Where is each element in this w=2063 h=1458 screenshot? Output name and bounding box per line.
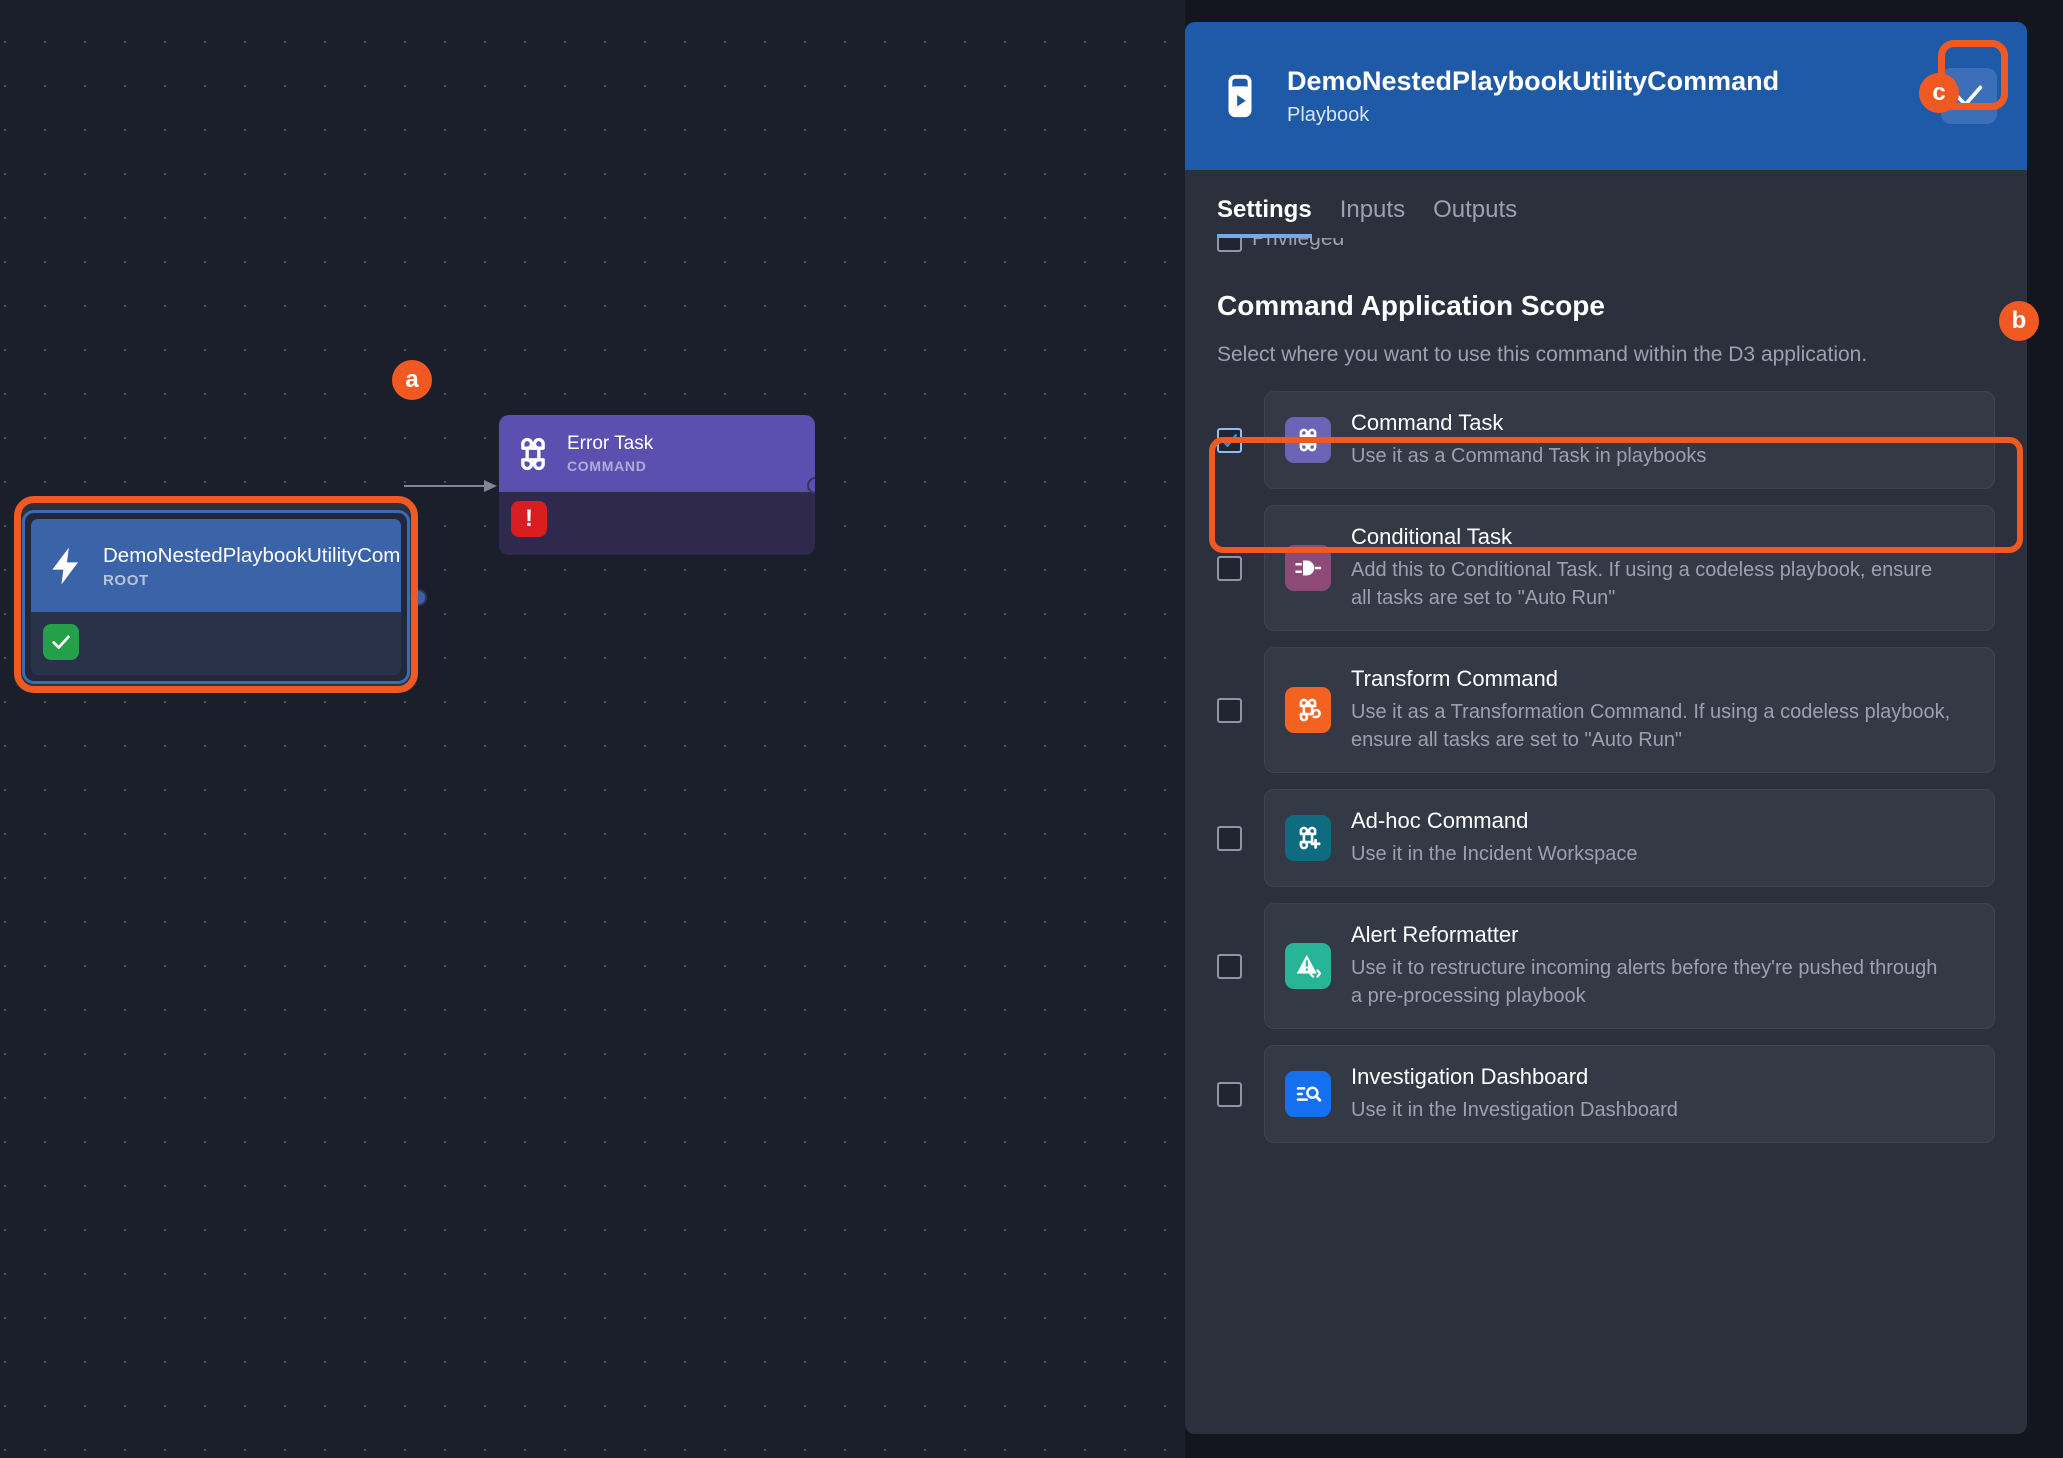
command-task-checkbox[interactable] xyxy=(1217,427,1242,453)
scope-label: Alert Reformatter xyxy=(1351,922,1519,947)
root-node-output-port[interactable] xyxy=(410,589,427,606)
root-node-subtitle: ROOT xyxy=(103,572,149,589)
root-node-footer xyxy=(31,612,401,675)
scope-description: Use it as a Transformation Command. If u… xyxy=(1351,701,1951,751)
conditional-task-checkbox[interactable] xyxy=(1217,555,1242,581)
search-list-icon xyxy=(1285,1071,1331,1117)
investigation-dashboard-scope-card[interactable]: Investigation Dashboard Use it in the In… xyxy=(1264,1045,1995,1143)
panel-title: DemoNestedPlaybookUtilityCommand xyxy=(1287,65,1780,96)
scope-row-transform-command: Transform Command Use it as a Transforma… xyxy=(1217,647,1995,773)
alert-reformatter-scope-card[interactable]: Alert Reformatter Use it to restructure … xyxy=(1264,903,1995,1029)
scope-label: Investigation Dashboard xyxy=(1351,1064,1589,1089)
scope-label: Conditional Task xyxy=(1351,524,1513,549)
panel-scroll-area[interactable]: Privileged Command Application Scope Sel… xyxy=(1185,238,2027,1434)
scope-description: Use it to restructure incoming alerts be… xyxy=(1351,957,1938,1007)
scope-label: Transform Command xyxy=(1351,666,1559,691)
error-task-output-port[interactable] xyxy=(807,477,815,494)
error-task-node[interactable]: Error Task COMMAND ! xyxy=(499,415,815,555)
panel-tabs: Settings Inputs Outputs xyxy=(1185,170,2027,238)
alert-code-icon xyxy=(1285,943,1331,989)
root-node-header: DemoNestedPlaybookUtilityCommand ROOT xyxy=(31,519,401,612)
scope-row-alert-reformatter: Alert Reformatter Use it to restructure … xyxy=(1217,903,1995,1029)
command-icon xyxy=(1285,417,1331,463)
annotation-badge-b: b xyxy=(1999,301,2039,341)
scope-row-adhoc-command: Ad-hoc Command Use it in the Incident Wo… xyxy=(1217,789,1995,887)
adhoc-command-checkbox[interactable] xyxy=(1217,825,1242,851)
alert-reformatter-checkbox[interactable] xyxy=(1217,953,1242,979)
panel-subtitle: Playbook xyxy=(1287,103,1370,126)
scope-row-conditional-task: Conditional Task Add this to Conditional… xyxy=(1217,505,1995,631)
playbook-canvas[interactable]: DemoNestedPlaybookUtilityCommand ROOT xyxy=(0,0,1185,1458)
tab-inputs[interactable]: Inputs xyxy=(1340,196,1405,238)
command-icon xyxy=(521,437,545,470)
scope-label: Ad-hoc Command xyxy=(1351,808,1529,833)
error-task-header: Error Task COMMAND xyxy=(499,415,815,492)
root-node-body: DemoNestedPlaybookUtilityCommand ROOT xyxy=(29,517,403,677)
tab-settings[interactable]: Settings xyxy=(1217,196,1312,238)
conditional-task-scope-card[interactable]: Conditional Task Add this to Conditional… xyxy=(1264,505,1995,631)
scope-description: Add this to Conditional Task. If using a… xyxy=(1351,559,1933,609)
adhoc-command-scope-card[interactable]: Ad-hoc Command Use it in the Incident Wo… xyxy=(1264,789,1995,887)
panel-header: DemoNestedPlaybookUtilityCommand Playboo… xyxy=(1185,22,2027,170)
root-node-status-badge xyxy=(43,624,79,660)
section-title: Command Application Scope xyxy=(1217,290,1605,321)
error-task-footer: ! xyxy=(499,492,815,555)
transform-command-checkbox[interactable] xyxy=(1217,697,1242,723)
section-description: Select where you want to use this comman… xyxy=(1217,343,1868,366)
scope-list: Command Task Use it as a Command Task in… xyxy=(1217,391,1995,1143)
exclamation-icon: ! xyxy=(525,505,533,532)
tab-outputs[interactable]: Outputs xyxy=(1433,196,1517,238)
scope-label: Command Task xyxy=(1351,410,1504,435)
command-plus-icon xyxy=(1285,815,1331,861)
logic-gate-icon xyxy=(1285,545,1331,591)
investigation-dashboard-checkbox[interactable] xyxy=(1217,1081,1242,1107)
privileged-label: Privileged xyxy=(1252,238,1345,250)
scope-description: Use it as a Command Task in playbooks xyxy=(1351,445,1707,467)
error-task-subtitle: COMMAND xyxy=(567,458,647,474)
playbook-icon xyxy=(1228,74,1252,118)
root-node[interactable]: DemoNestedPlaybookUtilityCommand ROOT xyxy=(14,502,427,692)
check-icon xyxy=(1221,433,1238,447)
scope-description: Use it in the Incident Workspace xyxy=(1351,843,1638,865)
privileged-checkbox[interactable] xyxy=(1217,238,1242,252)
command-transform-icon xyxy=(1285,687,1331,733)
command-task-scope-card[interactable]: Command Task Use it as a Command Task in… xyxy=(1264,391,1995,489)
privileged-row[interactable]: Privileged xyxy=(1217,238,1995,252)
scope-row-investigation-dashboard: Investigation Dashboard Use it in the In… xyxy=(1217,1045,1995,1143)
annotation-badge-c: c xyxy=(1919,73,1959,113)
command-settings-panel: DemoNestedPlaybookUtilityCommand Playboo… xyxy=(1185,22,2027,1434)
scope-description: Use it in the Investigation Dashboard xyxy=(1351,1099,1678,1121)
annotation-badge-a: a xyxy=(392,360,432,400)
node-connector-edge xyxy=(404,480,497,492)
error-task-status-badge: ! xyxy=(511,501,547,537)
error-task-title: Error Task xyxy=(567,433,654,454)
root-node-title: DemoNestedPlaybookUtilityCommand xyxy=(103,544,401,567)
lightning-bolt-icon xyxy=(52,547,78,584)
scope-row-command-task: Command Task Use it as a Command Task in… xyxy=(1217,391,1995,489)
check-icon xyxy=(52,635,70,649)
transform-command-scope-card[interactable]: Transform Command Use it as a Transforma… xyxy=(1264,647,1995,773)
